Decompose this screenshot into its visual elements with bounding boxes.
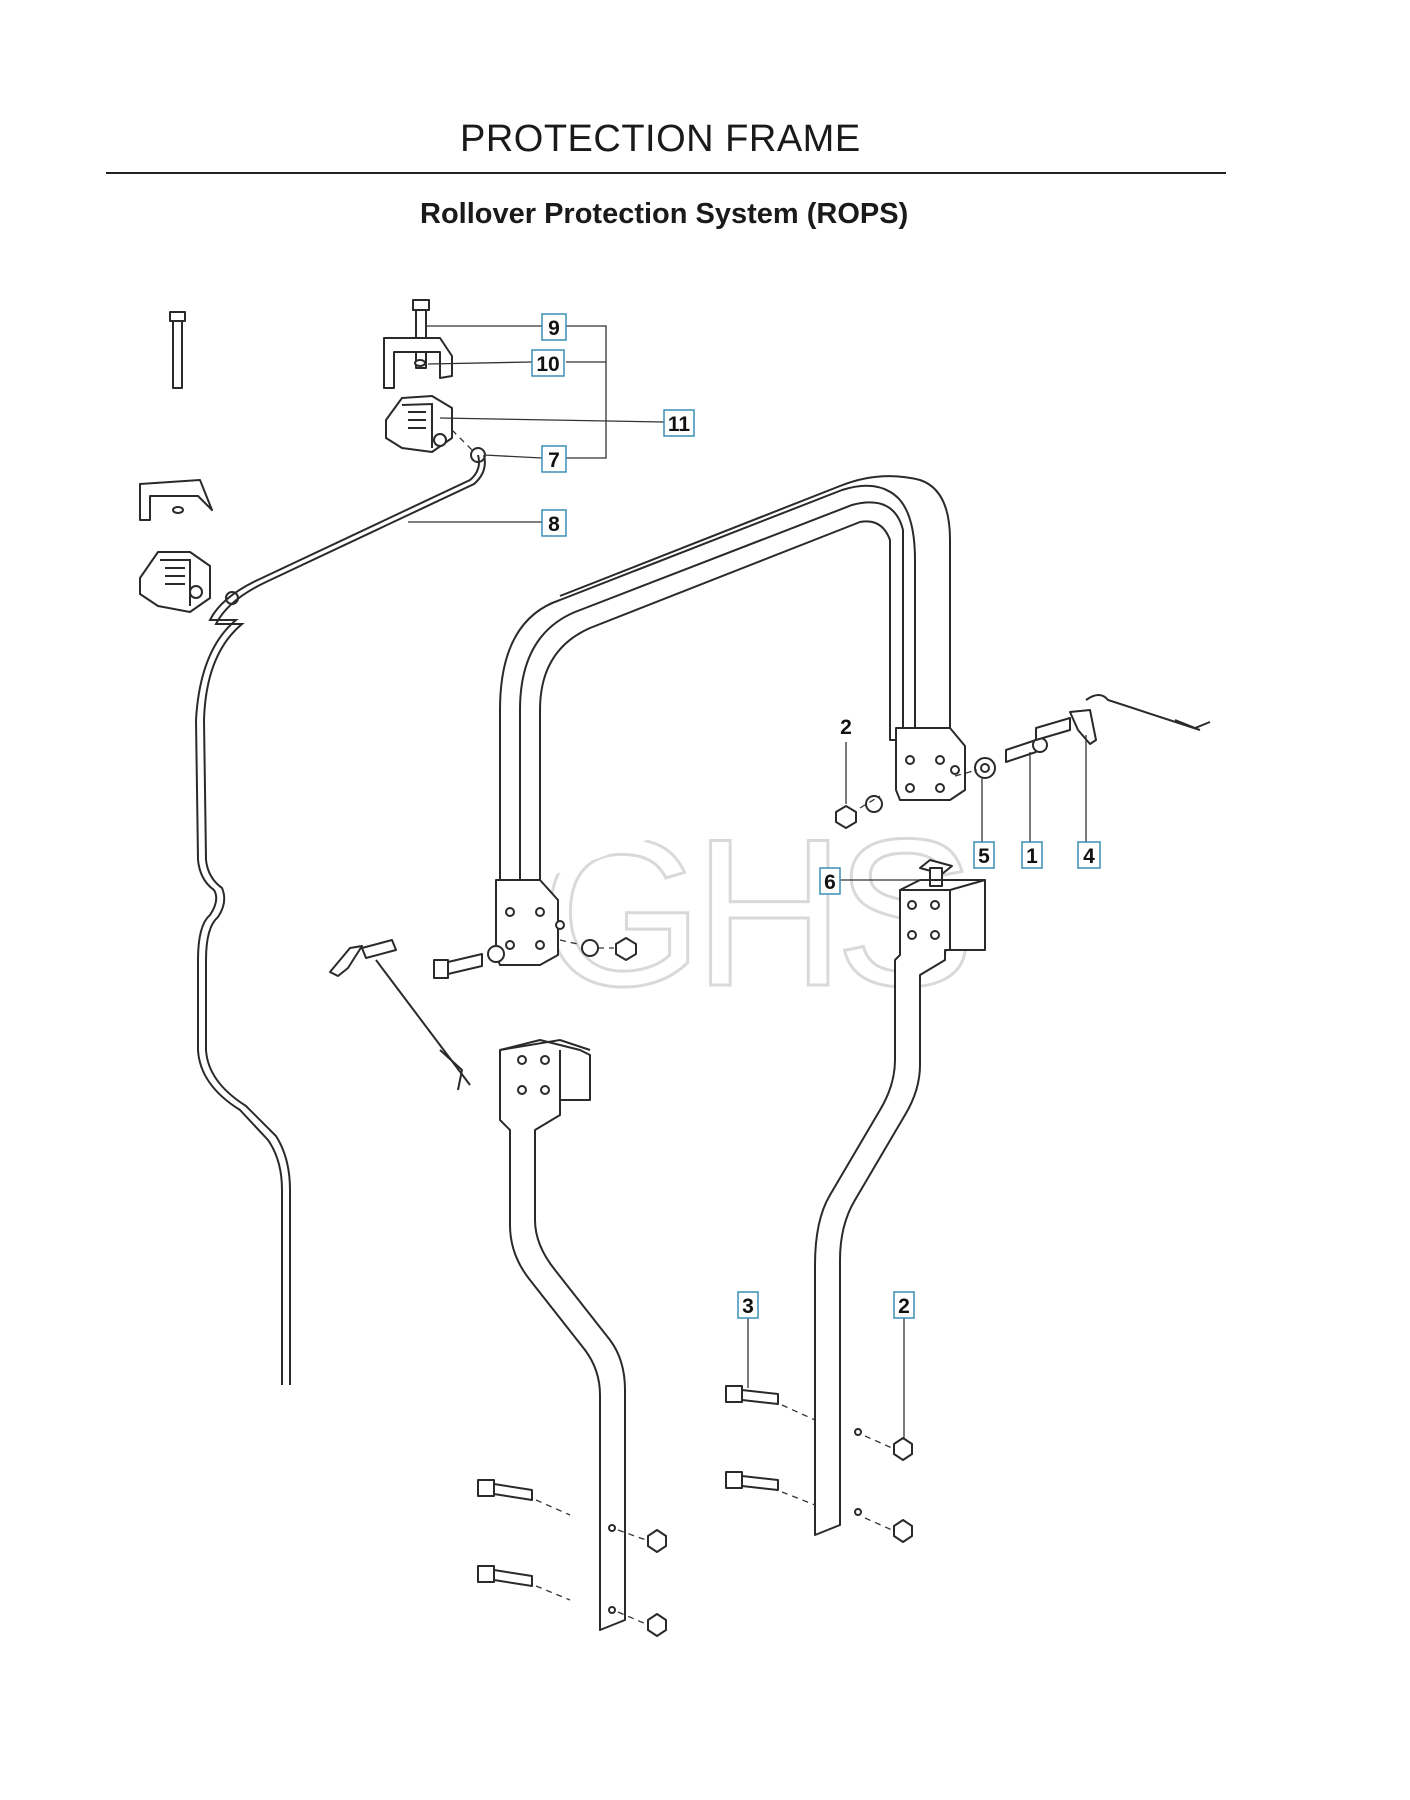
bolt-long — [172, 317, 183, 389]
bolt-head — [412, 299, 430, 311]
callout-4: 4 — [1077, 841, 1101, 869]
callout-5: 5 — [973, 841, 995, 869]
svg-text:5: 5 — [978, 845, 990, 868]
callout-8: 8 — [541, 509, 567, 537]
rops-lower-upright-left — [499, 1038, 626, 1631]
callout-2-top: 2 — [840, 716, 852, 739]
svg-text:2: 2 — [840, 716, 852, 739]
svg-text:11: 11 — [668, 413, 691, 436]
title-rule — [106, 172, 1226, 174]
svg-text:4: 4 — [1083, 845, 1095, 868]
upright-hardware-right — [725, 1385, 913, 1543]
svg-text:10: 10 — [536, 353, 559, 376]
callout-11: 11 — [663, 409, 695, 437]
svg-text:1: 1 — [1026, 845, 1038, 868]
callout-7: 7 — [541, 445, 567, 473]
hinge-hardware-right — [835, 694, 1211, 829]
page-subtitle: Rollover Protection System (ROPS) — [420, 198, 909, 230]
leader-lines — [408, 325, 1087, 1440]
svg-text:2: 2 — [898, 1295, 910, 1318]
callout-2-bottom: 2 — [893, 1291, 915, 1319]
nut — [835, 805, 857, 829]
svg-text:7: 7 — [548, 449, 560, 472]
hinge-hardware-left — [329, 937, 637, 1091]
pivot-assembly-front — [139, 311, 239, 613]
rops-upper-hoop — [495, 475, 966, 966]
pin — [1005, 739, 1037, 763]
pivot-assembly-rear — [383, 299, 486, 463]
callout-1: 1 — [1021, 841, 1043, 869]
bracket-u — [383, 337, 453, 389]
callout-6: 6 — [819, 867, 841, 895]
rops-lower-upright-right — [814, 879, 986, 1536]
callout-10: 10 — [531, 349, 565, 377]
upright-hardware-left — [477, 1479, 667, 1637]
svg-text:3: 3 — [742, 1295, 754, 1318]
svg-text:6: 6 — [824, 871, 836, 894]
svg-text:9: 9 — [548, 317, 560, 340]
callout-3: 3 — [737, 1291, 759, 1319]
lock-pin-handle — [1069, 709, 1097, 745]
page-title: PROTECTION FRAME — [460, 118, 861, 160]
switch-cable — [194, 454, 480, 1385]
callout-9: 9 — [541, 313, 567, 341]
washer — [865, 795, 883, 813]
bracket-u — [139, 479, 213, 521]
svg-text:8: 8 — [548, 513, 560, 536]
pin-6 — [919, 859, 953, 887]
